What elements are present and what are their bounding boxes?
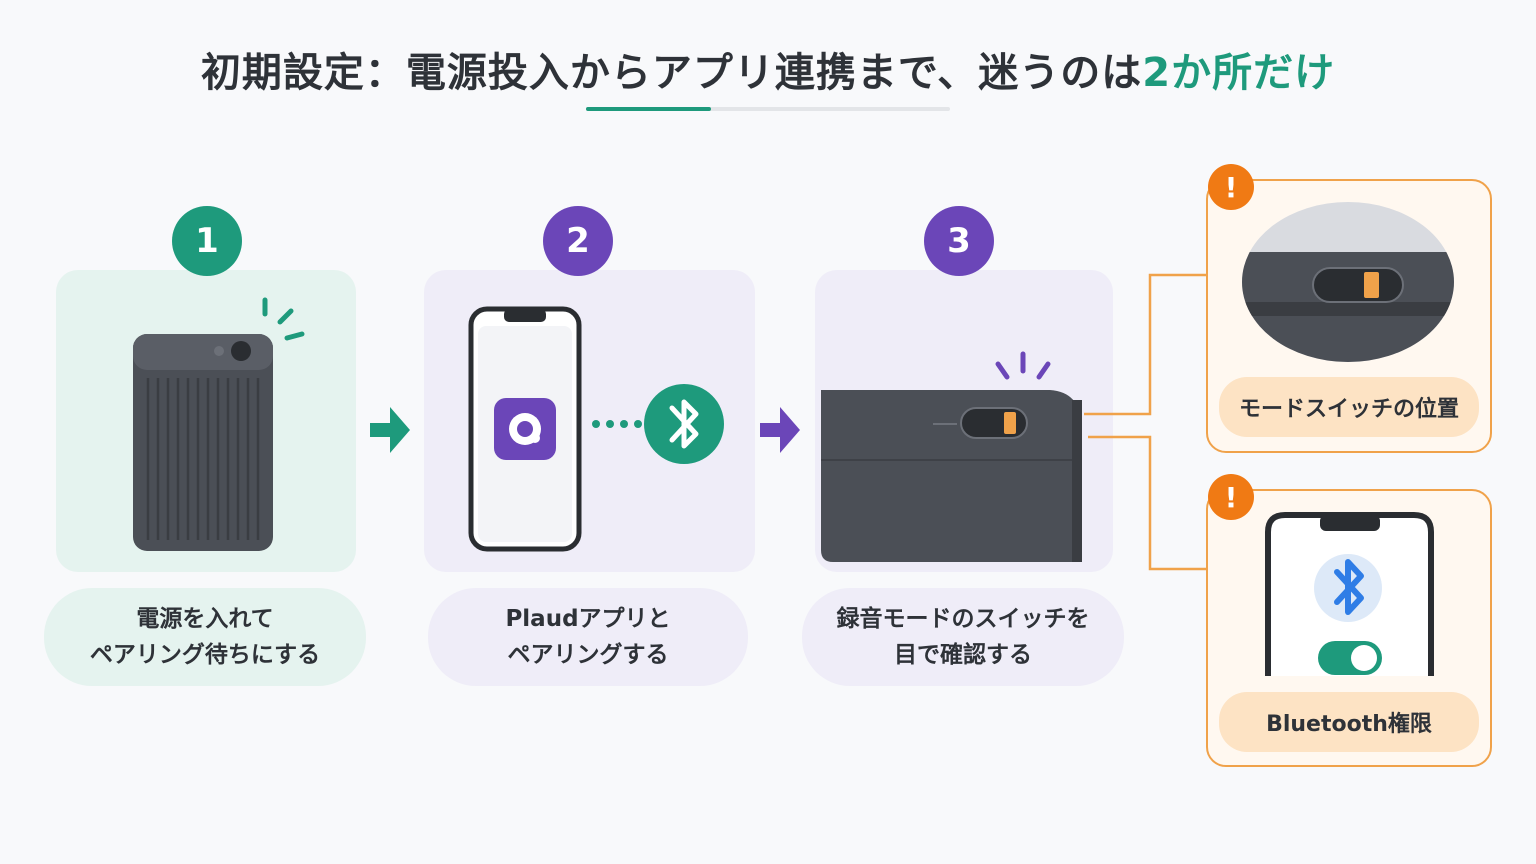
recorder-device-icon: [133, 334, 273, 551]
blink-rays-icon: [262, 297, 305, 341]
step-3-caption: 録音モードのスイッチを 目で確認する: [802, 588, 1124, 686]
title-underline-accent: [586, 107, 711, 111]
step-2-caption-line2: ペアリングする: [507, 642, 669, 668]
mode-switch-zoom-icon: [1242, 202, 1454, 362]
step-2-badge: 2: [543, 206, 613, 276]
exclamation-icon: !: [1208, 164, 1254, 210]
page-title: 初期設定：電源投入からアプリ連携まで、迷うのは2か所だけ: [0, 40, 1536, 98]
step-1-caption-line2: ペアリング待ちにする: [89, 642, 321, 668]
arrow-right-icon-2: [760, 407, 800, 453]
step-2-caption: Plaudアプリと ペアリングする: [428, 588, 748, 686]
step-3-caption-line1: 録音モードのスイッチを: [836, 606, 1090, 632]
step-3-caption-line2: 目で確認する: [894, 642, 1032, 668]
step-3-badge: 3: [924, 206, 994, 276]
step-1-caption-line1: 電源を入れて: [136, 606, 274, 632]
switch-rays-icon: [995, 351, 1051, 380]
arrow-right-icon: [370, 407, 410, 453]
title-highlight: 2か所だけ: [1142, 50, 1336, 96]
step-2-caption-line1: Plaudアプリと: [505, 606, 671, 632]
step-1-caption: 電源を入れて ペアリング待ちにする: [44, 588, 366, 686]
step-1-badge: 1: [172, 206, 242, 276]
plaud-app-icon: [494, 398, 556, 460]
device-side-view-icon: [821, 390, 1082, 562]
exclamation-icon-2: !: [1208, 474, 1254, 520]
warning-label-mode-switch: モードスイッチの位置: [1219, 377, 1479, 437]
bluetooth-icon: [644, 384, 724, 464]
phone-bluetooth-settings-icon: [1265, 512, 1434, 676]
connection-dots-icon: [592, 420, 642, 428]
title-main: 初期設定：電源投入からアプリ連携まで、迷うのは: [200, 50, 1143, 96]
warning-label-bluetooth: Bluetooth権限: [1219, 692, 1479, 752]
callout-connectors: [1084, 273, 1206, 571]
title-underline: [586, 107, 950, 111]
